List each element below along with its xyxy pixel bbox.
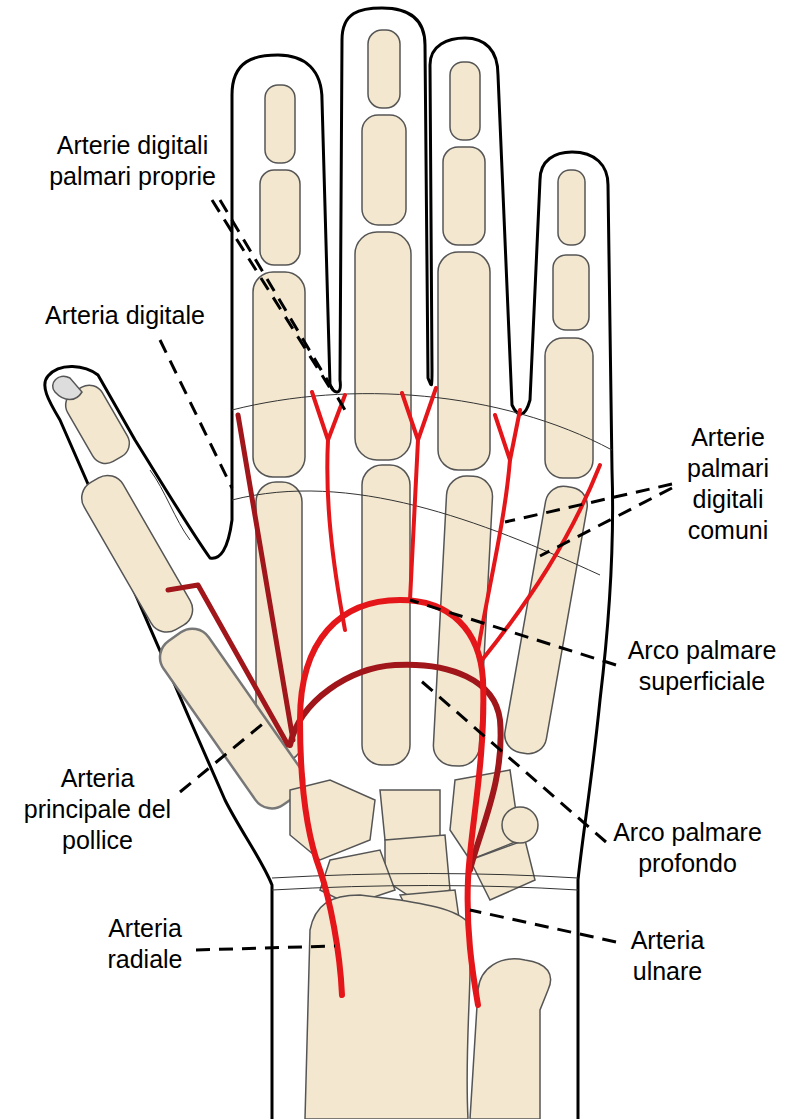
bones: [53, 30, 593, 1119]
label-text: Arco palmare profondo: [600, 817, 775, 879]
label-text: Arteria radiale: [85, 913, 205, 975]
label-text: Arteria principale del pollice: [5, 763, 190, 856]
deep-arteries: [168, 415, 501, 870]
label-text: Arterie digitali palmari proprie: [25, 130, 240, 192]
label-text: Arteria ulnare: [605, 925, 730, 987]
label-text: Arco palmare superficiale: [608, 635, 796, 697]
label-text: Arterie palmari digitali comuni: [668, 422, 788, 546]
leader-lines: [160, 200, 672, 950]
superficial-arteries: [300, 388, 600, 1005]
label-text: Arteria digitale: [20, 300, 230, 331]
